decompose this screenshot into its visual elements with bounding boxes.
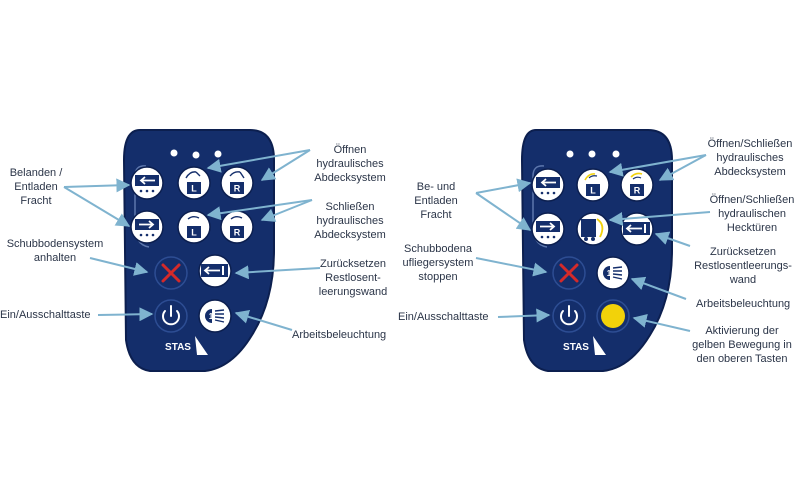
yellow-dot-icon: [601, 304, 625, 328]
load-unload-right-button[interactable]: [130, 210, 164, 244]
wall-reset-icon: [201, 264, 228, 277]
work-light-icon: 1: [603, 266, 623, 280]
arrow-left-icon: [536, 177, 560, 195]
label-reset-wall: Zurücksetzen Restlosent- leerungswand: [318, 258, 388, 298]
load-unload-left-button[interactable]: [130, 166, 164, 200]
label-open-cover: Öffnen hydraulisches Abdecksystem: [314, 144, 386, 184]
svg-text:R: R: [234, 184, 241, 194]
power-button[interactable]: [154, 299, 188, 333]
label-open-close-cover: Öffnen/Schließen hydraulisches Abdecksys…: [707, 138, 793, 178]
work-light-icon: 1: [205, 309, 225, 323]
svg-text:L: L: [590, 186, 596, 196]
label-open-close-doors: Öffnen/Schließen hydraulischen Hecktüren: [709, 194, 795, 234]
cover-right-icon: R: [229, 171, 245, 194]
status-led: [192, 151, 200, 159]
left-remote-body: [122, 129, 275, 372]
cover-left-button[interactable]: L: [576, 168, 610, 202]
status-led: [214, 150, 222, 158]
close-cover-left-button[interactable]: L: [177, 210, 211, 244]
brand-logo: STAS: [563, 342, 589, 353]
label-yellow-activation: Aktivierung der gelben Bewegung in den o…: [692, 325, 792, 365]
button-group-outline: [532, 165, 548, 248]
left-callout-arrows: [63, 149, 321, 331]
arrow-right-icon: [135, 219, 159, 237]
svg-text:R: R: [234, 228, 241, 238]
button-group-outline: [134, 165, 150, 248]
reset-wall-button[interactable]: [620, 212, 654, 246]
open-cover-left-button[interactable]: L: [177, 166, 211, 200]
svg-text:R: R: [634, 186, 641, 196]
status-led: [170, 149, 178, 157]
stop-floor-button[interactable]: [552, 256, 586, 290]
svg-text:1: 1: [607, 269, 612, 278]
power-icon: [560, 305, 578, 326]
status-led: [588, 150, 596, 158]
work-light-button[interactable]: 1: [198, 299, 232, 333]
close-cover-right-button[interactable]: R: [220, 210, 254, 244]
label-work-light: Arbeitsbeleuchtung: [292, 329, 387, 341]
arrow-left-icon: [135, 175, 159, 193]
wall-reset-icon: [623, 222, 650, 235]
load-unload-right-button[interactable]: [531, 212, 565, 246]
label-close-cover: Schließen hydraulisches Abdecksystem: [314, 201, 386, 241]
status-led: [612, 150, 620, 158]
status-led: [566, 150, 574, 158]
label-load-unload: Be- und Entladen Fracht: [414, 181, 458, 221]
right-remote-body: [520, 129, 673, 372]
cover-left-icon: L: [187, 216, 201, 238]
load-unload-left-button[interactable]: [531, 168, 565, 202]
cover-right-icon: R: [630, 172, 644, 196]
right-remote: L R: [520, 129, 673, 372]
label-work-light: Arbeitsbeleuchtung: [696, 298, 791, 310]
label-power: Ein/Ausschalttaste: [0, 309, 91, 321]
right-callout-arrows: [475, 154, 711, 332]
brand-logo: STAS: [165, 342, 191, 353]
svg-text:L: L: [191, 228, 197, 238]
rear-doors-button[interactable]: [576, 212, 610, 246]
label-reset-wall: Zurücksetzen Restlosentleerungs- wand: [694, 246, 792, 286]
left-remote: L R L: [122, 129, 275, 372]
work-light-button[interactable]: 1: [596, 256, 630, 290]
label-power: Ein/Ausschalttaste: [398, 311, 489, 323]
brand-mark-icon: [593, 336, 606, 355]
label-stop-floor: Schubbodena ufliegersystem stoppen: [402, 243, 474, 283]
stop-floor-button[interactable]: [154, 256, 188, 290]
svg-text:1: 1: [209, 312, 214, 321]
cover-left-icon: L: [584, 173, 600, 196]
cover-right-button[interactable]: R: [620, 168, 654, 202]
brand-mark-icon: [195, 336, 208, 355]
svg-text:L: L: [191, 184, 197, 194]
power-icon: [162, 305, 180, 326]
cover-right-icon: R: [230, 216, 244, 238]
label-stop-floor: Schubbodensystem anhalten: [6, 238, 104, 264]
label-load-unload: Belanden / Entladen Fracht: [9, 167, 63, 207]
rear-door-icon: [581, 218, 604, 241]
stop-x-icon: [559, 263, 579, 283]
cover-left-icon: L: [185, 171, 201, 194]
power-button[interactable]: [552, 299, 586, 333]
open-cover-right-button[interactable]: R: [220, 166, 254, 200]
yellow-activation-button[interactable]: [596, 299, 630, 333]
stop-x-icon: [161, 263, 181, 283]
arrow-right-icon: [536, 221, 560, 239]
reset-wall-button[interactable]: [198, 254, 232, 288]
